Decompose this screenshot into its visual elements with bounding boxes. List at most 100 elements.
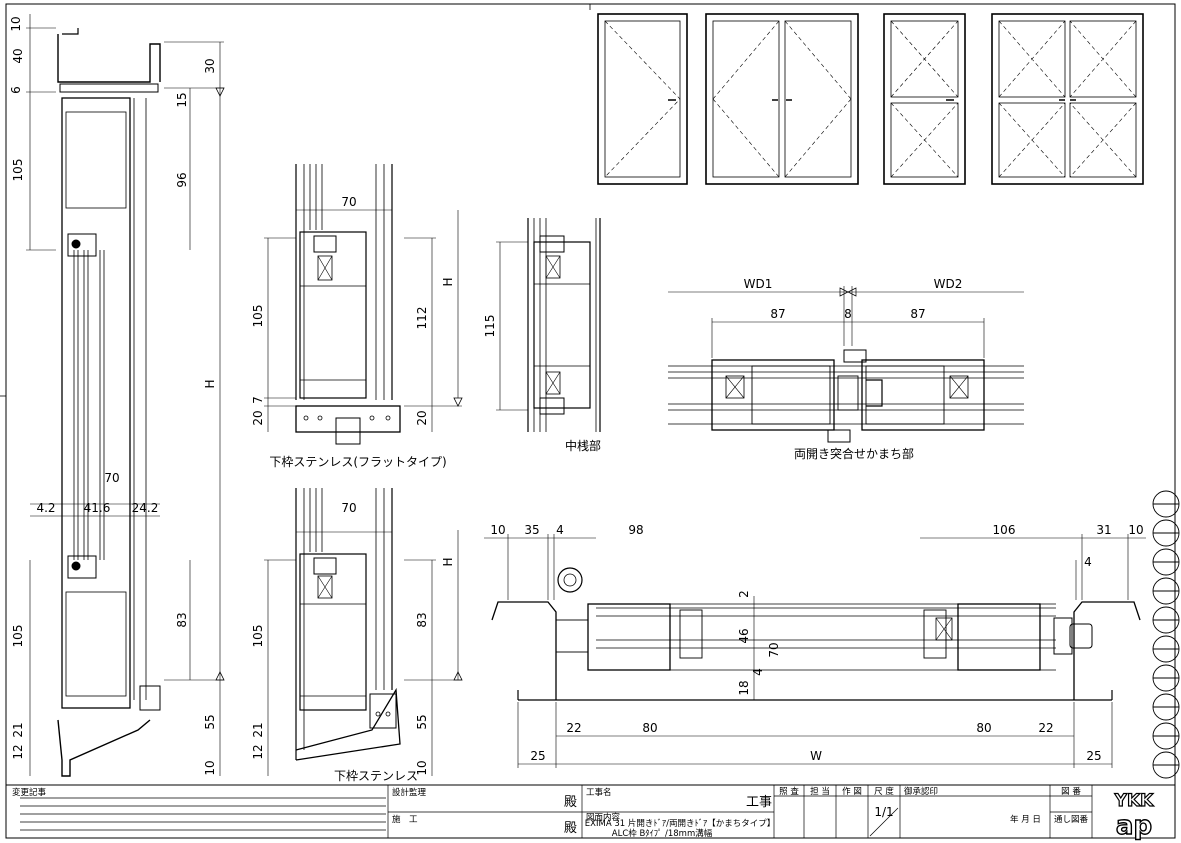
dim-text: 25: [530, 749, 545, 763]
dim-H-label: H: [441, 557, 455, 566]
center-arrow-mark: [839, 287, 857, 297]
dim-text: 10: [9, 16, 23, 31]
dim-text: WD2: [934, 277, 963, 291]
dono-label-2: 殿: [564, 821, 577, 836]
dim-text: 46: [737, 628, 751, 643]
dim-text: 21: [11, 722, 25, 737]
dono-label-1: 殿: [564, 795, 577, 810]
dim-text: 55: [203, 714, 217, 729]
check-label: 照 査: [779, 786, 799, 797]
dim-text: 30: [203, 58, 217, 73]
koji-label: 工事: [746, 795, 772, 810]
dim-text: 83: [415, 612, 429, 627]
section-label-transom: 中桟部: [565, 438, 601, 453]
project-name-label: 工事名: [586, 787, 612, 798]
transom-section: [527, 218, 601, 432]
dim-text: 80: [976, 721, 991, 735]
drawing-frame: [5, 3, 1176, 839]
dim-text: WD1: [744, 277, 773, 291]
dim-text: 2: [737, 590, 751, 598]
design-supervision-label: 設計監理: [392, 787, 427, 798]
scale-value: 1/1: [874, 805, 893, 819]
section-label-bottom-flat-stainless: 下枠ステンレス(フラットタイプ): [269, 455, 446, 469]
dim-text: 105: [11, 159, 25, 182]
dim-text: 25: [1086, 749, 1101, 763]
dim-text: 98: [628, 523, 643, 537]
title-block-lines: [20, 785, 1093, 838]
mid-bottom-dimension-lines: [264, 530, 462, 776]
approval-label: 御承認印: [904, 786, 938, 797]
dim-text: 4.2: [36, 501, 55, 515]
dim-text: 105: [11, 625, 25, 648]
charge-label: 担 当: [810, 786, 830, 797]
dim-text: 41.6: [84, 501, 111, 515]
dim-text: 4: [751, 668, 765, 676]
dim-text: 115: [483, 315, 497, 338]
ykk-ap-logo: YKK ap: [1113, 790, 1155, 841]
mid-top-section: [295, 164, 401, 445]
dim-text: 70: [341, 195, 356, 209]
dim-text: 87: [770, 307, 785, 321]
serial-label: 通し図番: [1054, 814, 1089, 825]
meeting-stile-section: [668, 349, 1024, 443]
section-label-double-meeting: 両開き突合せかまち部: [794, 446, 914, 461]
dim-text: 10: [415, 760, 429, 775]
dim-text: 10: [1128, 523, 1143, 537]
dim-text: 70: [767, 642, 781, 657]
dim-text: 12: [11, 744, 25, 759]
dim-text: 40: [11, 48, 25, 63]
drawing-content-label: 図面内容: [586, 812, 621, 823]
dim-text: 12: [251, 744, 265, 759]
dim-text: 10: [490, 523, 505, 537]
dim-text: 4: [556, 523, 564, 537]
left-dimension-lines: [26, 14, 224, 776]
mid-bottom-section: [295, 488, 401, 761]
dim-text: 105: [251, 625, 265, 648]
H-arrow-mark: [453, 397, 463, 407]
dim-text: 8: [844, 307, 852, 321]
svg-text:ap: ap: [1116, 811, 1152, 841]
dim-text: 21: [251, 722, 265, 737]
dim-text: 96: [175, 172, 189, 187]
dim-text: 70: [341, 501, 356, 515]
dim-text: 22: [1038, 721, 1053, 735]
dim-text: 18: [737, 680, 751, 695]
scale-label: 尺 度: [874, 786, 894, 797]
dim-text: 10: [203, 760, 217, 775]
dim-W-label: W: [810, 749, 822, 763]
drawing-content-line2: ALC枠 Bﾀｲﾌﾟ /18mm溝幅: [612, 828, 713, 839]
transom-dimension-lines: [496, 241, 528, 411]
center-marks: [0, 4, 591, 397]
dim-text: 112: [415, 307, 429, 330]
dim-text: 20: [415, 410, 429, 425]
elevation-double-door: [705, 13, 859, 185]
dim-text: 87: [910, 307, 925, 321]
plan-section: [491, 567, 1141, 701]
left-vertical-section: [57, 28, 161, 777]
section-label-bottom-stainless: 下枠ステンレス: [334, 769, 418, 783]
dim-text: 83: [175, 612, 189, 627]
dim-text: 20: [251, 410, 265, 425]
drawn-label: 作 図: [842, 786, 862, 797]
elevation-single-door: [597, 13, 688, 185]
plan-dimension-lines: [484, 534, 1146, 768]
construction-label: 施 工: [392, 814, 418, 825]
change-record-label: 変更記事: [12, 787, 47, 798]
dim-text: 31: [1096, 523, 1111, 537]
dim-text: 15: [175, 92, 189, 107]
dim-text: 70: [104, 471, 119, 485]
meeting-dimension-lines: [668, 286, 1024, 358]
elevation-single-door-transom: [883, 13, 966, 185]
dim-text: 4: [1084, 555, 1092, 569]
drawing-content-line1: EXIMA 31 片開きﾄﾞｱ/両開きﾄﾞｱ【かまちタイプ】: [585, 818, 775, 829]
sheet-label: 図 番: [1061, 786, 1081, 797]
mid-top-dimension-lines: [264, 209, 462, 432]
dim-text: 80: [642, 721, 657, 735]
dim-text: 35: [524, 523, 539, 537]
dim-text: 22: [566, 721, 581, 735]
dim-text: 105: [251, 305, 265, 328]
dim-text: 7: [251, 396, 265, 404]
H-arrow-marks: [215, 87, 225, 681]
svg-text:YKK: YKK: [1114, 791, 1154, 811]
